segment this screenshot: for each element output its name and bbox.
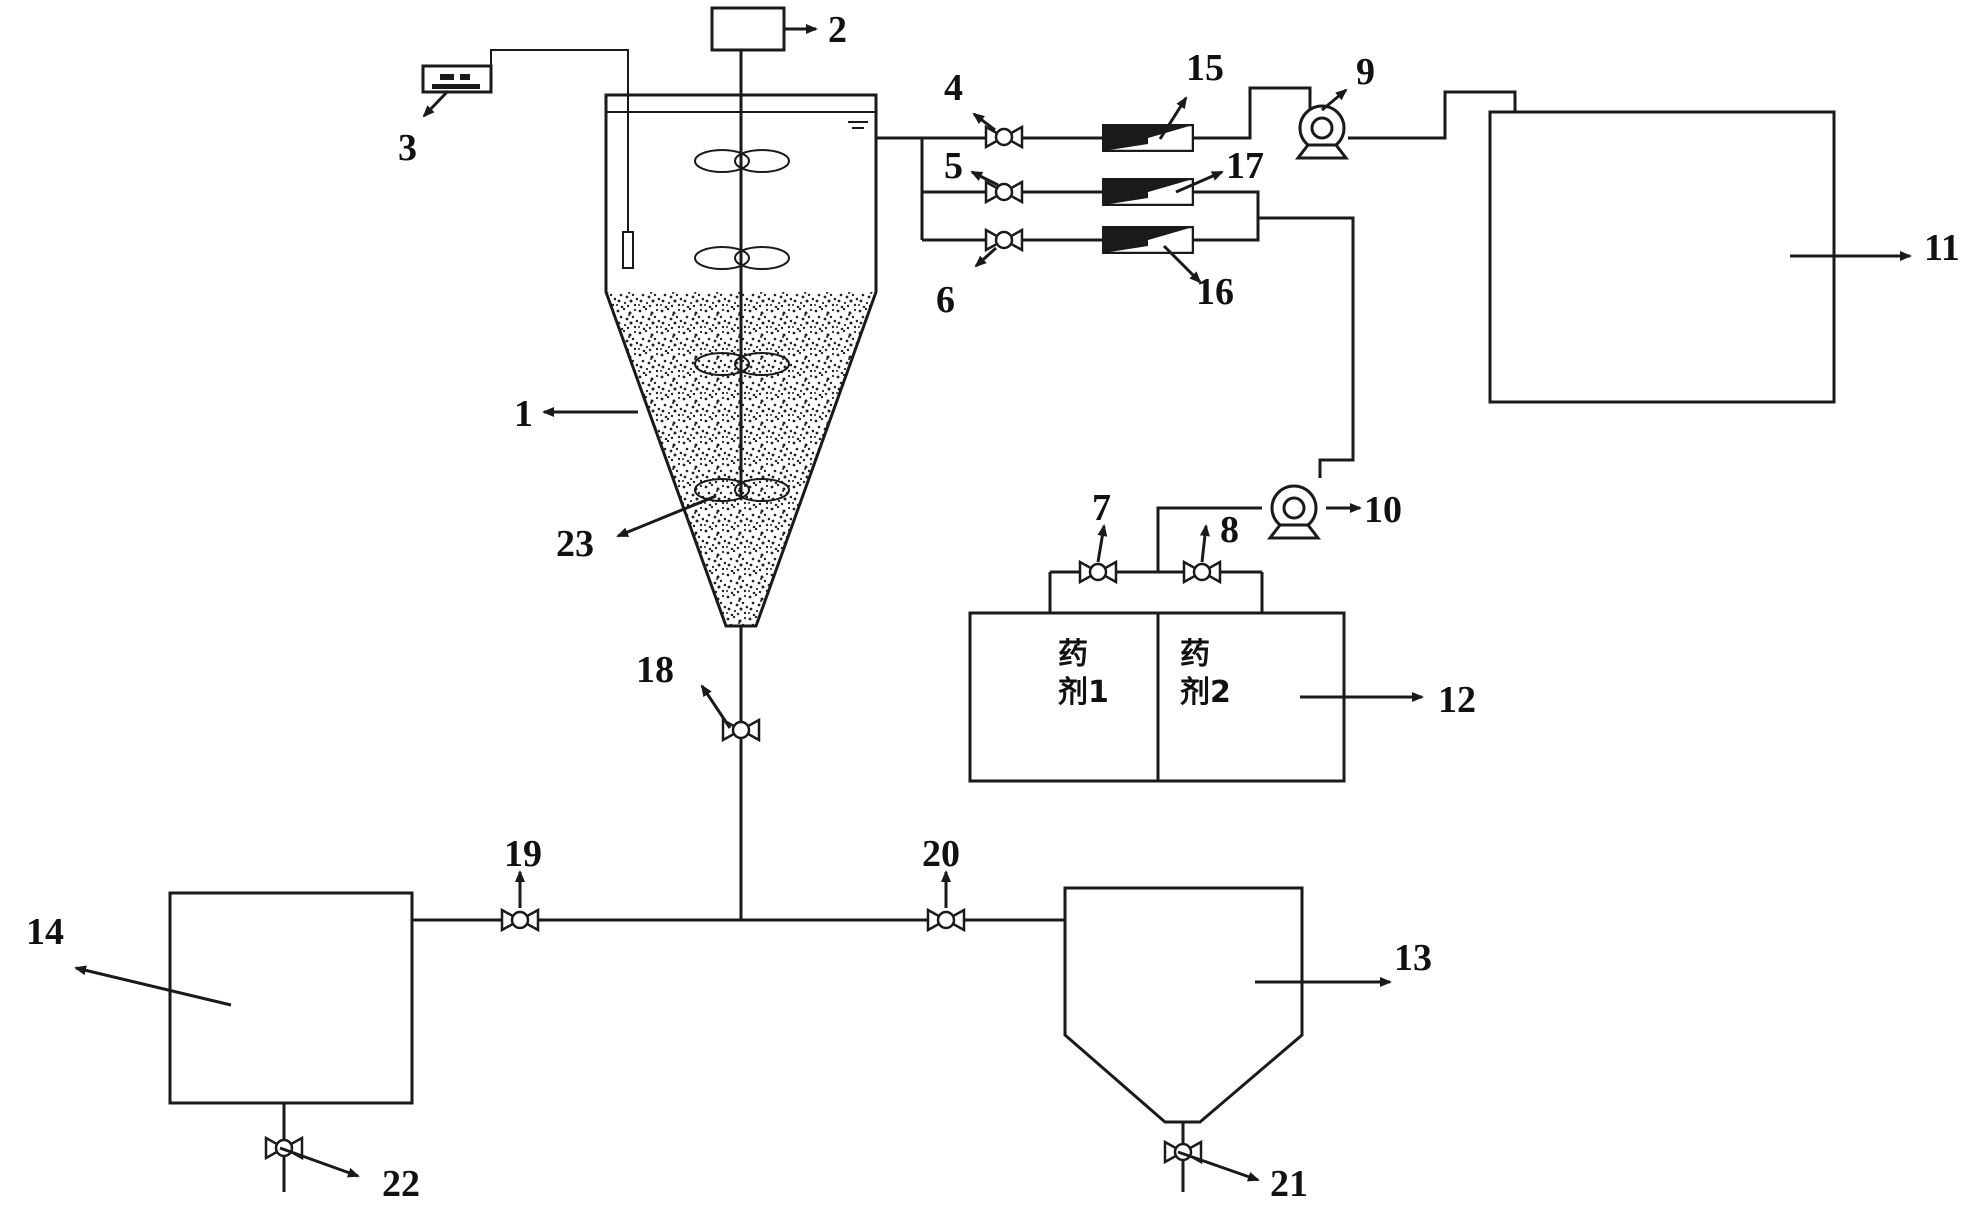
agent-2-label-bottom: 剂2: [1180, 675, 1231, 710]
label-12: 12: [1438, 679, 1476, 721]
label-3: 3: [398, 127, 417, 169]
label-4: 4: [944, 67, 963, 109]
clean-water-tank: [1488, 110, 1836, 404]
label-10: 10: [1364, 489, 1402, 531]
valve-4[interactable]: [984, 125, 1024, 149]
stirrer-motor: [710, 6, 786, 498]
label-6: 6: [936, 279, 955, 321]
label-9: 9: [1356, 51, 1375, 93]
valve-8[interactable]: [1182, 560, 1222, 584]
label-19: 19: [504, 833, 542, 875]
label-15: 15: [1186, 47, 1224, 89]
agent-1-label-top: 药: [1058, 637, 1088, 672]
agent-2-label-top: 药: [1180, 637, 1210, 672]
settling-tank: [1063, 886, 1304, 1192]
valve-20[interactable]: [926, 908, 966, 932]
label-8: 8: [1220, 509, 1239, 551]
label-18: 18: [636, 649, 674, 691]
label-20: 20: [922, 833, 960, 875]
valve-6[interactable]: [984, 228, 1024, 252]
label-17: 17: [1226, 145, 1264, 187]
label-7: 7: [1092, 487, 1111, 529]
callout-arrows: [74, 24, 1912, 1182]
valve-5[interactable]: [984, 180, 1024, 204]
pump-9[interactable]: [1296, 104, 1348, 160]
membrane-15: [1102, 124, 1194, 152]
meter-probe: [421, 49, 634, 269]
pump-10[interactable]: [1268, 484, 1320, 540]
label-16: 16: [1196, 271, 1234, 313]
sludge-discharge-line: [412, 626, 1065, 922]
label-5: 5: [944, 145, 963, 187]
label-22: 22: [382, 1163, 420, 1205]
valve-19[interactable]: [500, 908, 540, 932]
storage-tank: [168, 891, 414, 1192]
valve-7[interactable]: [1078, 560, 1118, 584]
membrane-16: [1102, 226, 1194, 254]
label-14: 14: [26, 911, 64, 953]
label-23: 23: [556, 523, 594, 565]
label-21: 21: [1270, 1163, 1308, 1205]
label-1: 1: [514, 393, 533, 435]
stirrer-impellers: [694, 149, 790, 502]
chemical-tank: [968, 611, 1346, 783]
label-11: 11: [1924, 227, 1960, 269]
permeate-line: [1194, 86, 1525, 380]
label-2: 2: [828, 9, 847, 51]
agent-1-label-bottom: 剂1: [1058, 675, 1109, 710]
label-13: 13: [1394, 937, 1432, 979]
